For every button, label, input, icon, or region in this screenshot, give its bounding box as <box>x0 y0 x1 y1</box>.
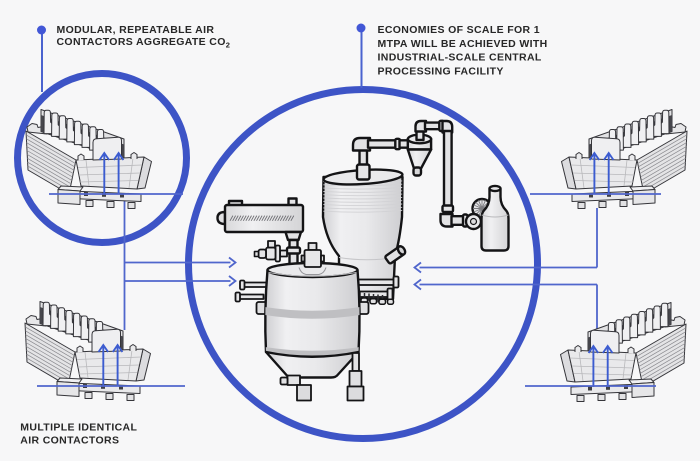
svg-text:MTPA WILL BE ACHIEVED WITH: MTPA WILL BE ACHIEVED WITH <box>378 38 548 50</box>
svg-text:MULTIPLE IDENTICAL: MULTIPLE IDENTICAL <box>20 422 137 434</box>
svg-text:INDUSTRIAL-SCALE CENTRAL: INDUSTRIAL-SCALE CENTRAL <box>378 52 542 64</box>
svg-text:MODULAR, REPEATABLE AIR: MODULAR, REPEATABLE AIR <box>57 24 215 36</box>
svg-text:PROCESSING FACILITY: PROCESSING FACILITY <box>378 66 504 78</box>
svg-text:AIR CONTACTORS: AIR CONTACTORS <box>20 434 119 446</box>
svg-text:ECONOMIES OF SCALE FOR 1: ECONOMIES OF SCALE FOR 1 <box>378 24 540 36</box>
svg-text:CONTACTORS AGGREGATE CO2: CONTACTORS AGGREGATE CO2 <box>57 36 231 50</box>
